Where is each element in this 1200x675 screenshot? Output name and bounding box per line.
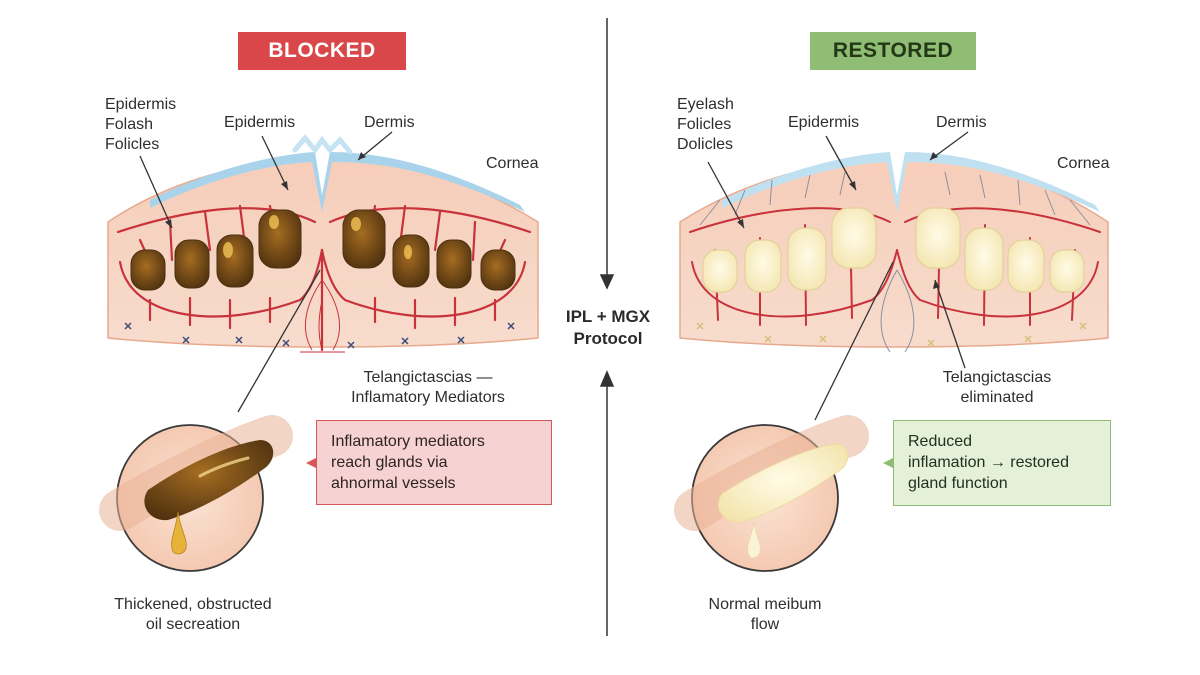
restored-glands <box>702 207 1085 293</box>
blocked-oil-drop <box>171 511 187 555</box>
restored-cornea-layer <box>722 152 1100 212</box>
restored-banner: RESTORED <box>810 32 976 70</box>
label-right-cornea: Cornea <box>1057 155 1110 172</box>
restored-fine-vessels <box>699 171 1091 353</box>
label-epidermis-folash-folicles: Epidermis Folash Folicles <box>105 96 177 153</box>
restored-oil-flow <box>717 443 849 523</box>
label-left-dermis: Dermis <box>364 114 415 131</box>
blocked-leader-arrowheads <box>165 152 366 228</box>
blocked-callout-pointer <box>306 458 316 468</box>
restored-leader-lines <box>707 131 969 421</box>
blocked-gland-highlights <box>223 215 412 259</box>
label-left-epidermis: Epidermis <box>224 114 296 131</box>
restored-magnifier <box>674 415 869 572</box>
blocked-leader-lines <box>139 131 393 413</box>
label-left-cornea: Cornea <box>486 155 539 172</box>
blocked-banner: BLOCKED <box>238 32 406 70</box>
label-right-dermis: Dermis <box>936 114 987 131</box>
blocked-caption: Thickened, obstructed oil secreation <box>114 596 272 633</box>
blocked-cornea-layer <box>150 152 525 212</box>
restored-oil-drop <box>747 521 761 559</box>
restored-cross-section <box>679 152 1109 353</box>
blocked-cornea-tuft <box>292 134 353 155</box>
label-right-telangiectasias: Telangictascias eliminated <box>942 369 1052 406</box>
center-divider <box>599 18 615 636</box>
label-left-telangiectasias: Telangictascias — Inflamatory Mediators <box>351 369 505 406</box>
restored-leader-arrowheads <box>737 152 940 289</box>
restored-cross-marks <box>696 322 1087 347</box>
restored-caption: Normal meibum flow <box>708 596 822 633</box>
blocked-magnifier <box>99 415 293 572</box>
label-eyelash-folicles: Eyelash Folicles Dolicles <box>677 96 734 153</box>
restored-callout: Reduced inflamation → restored gland fun… <box>893 420 1111 506</box>
blocked-callout: Inflamatory mediators reach glands via a… <box>316 420 552 505</box>
restored-callout-pointer <box>883 458 893 468</box>
blocked-cross-section <box>107 134 539 353</box>
blocked-telangiectasia-web <box>300 279 345 353</box>
protocol-label: IPL + MGX Protocol <box>565 307 651 348</box>
label-right-epidermis: Epidermis <box>788 114 860 131</box>
blocked-cross-marks <box>124 322 515 349</box>
